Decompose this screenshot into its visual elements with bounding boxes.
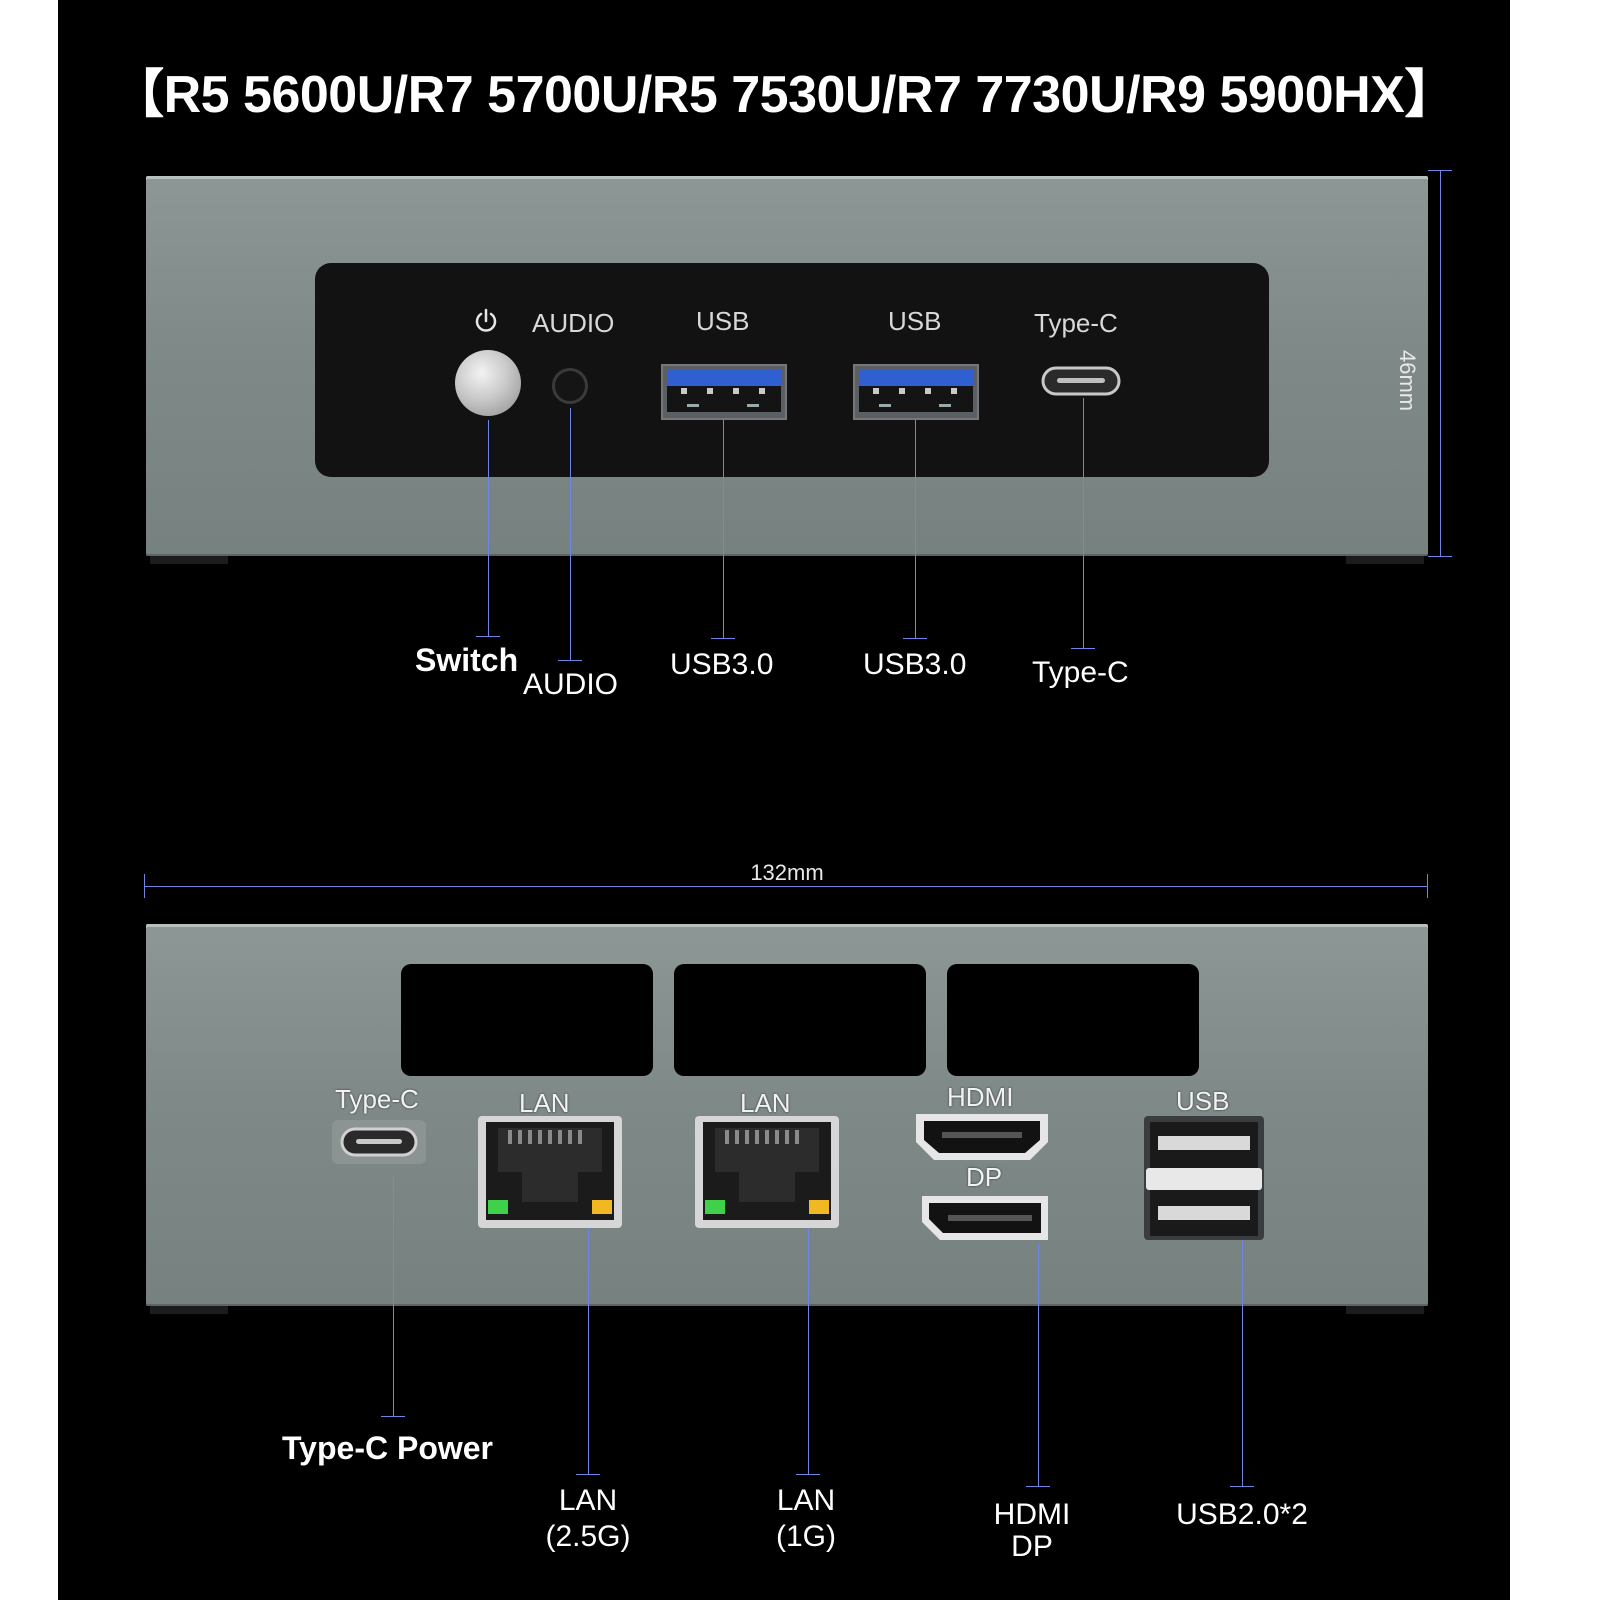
rear-vent-2	[674, 964, 926, 1076]
hdmi-dp-callout-line2: DP	[1011, 1530, 1053, 1563]
hdmi-port[interactable]	[912, 1110, 1052, 1164]
power-icon	[471, 306, 501, 336]
rear-vent-1	[401, 964, 653, 1076]
switch-leader	[488, 420, 489, 636]
lan-1g-callout-line2: (1G)	[776, 1520, 836, 1553]
typec-power-leader-cap	[381, 1416, 405, 1417]
rear-typec-label: Type-C	[335, 1084, 419, 1114]
product-diagram: 【R5 5600U/R7 5700U/R5 7530U/R7 7730U/R9 …	[58, 0, 1510, 1600]
height-dimension-line	[1440, 170, 1441, 556]
typec-power-callout: Type-C Power	[282, 1430, 493, 1466]
usb3-port-1[interactable]	[661, 364, 787, 420]
rear-dp-label: DP	[966, 1162, 1003, 1192]
rear-foot-right	[1346, 1306, 1424, 1314]
front-usb-label-2: USB	[888, 306, 942, 336]
audio-leader	[570, 408, 571, 660]
displayport-port[interactable]	[918, 1192, 1052, 1244]
width-dimension-line	[144, 886, 1428, 887]
power-button[interactable]	[455, 350, 521, 416]
lan-2.5g-leader-cap	[576, 1474, 600, 1475]
rear-typec-port[interactable]	[332, 1120, 426, 1164]
lan-1g-leader	[808, 1228, 809, 1474]
rear-usb-label: USB	[1176, 1086, 1230, 1116]
usb3-port-2[interactable]	[853, 364, 979, 420]
usb2-ports[interactable]	[1144, 1116, 1264, 1240]
audio-leader-cap	[558, 660, 582, 661]
width-dimension-label: 132mm	[750, 860, 824, 885]
width-dimension-left-cap	[144, 874, 145, 898]
front-typec-label: Type-C	[1034, 308, 1118, 338]
usb3-2-leader-cap	[903, 638, 927, 639]
hdmi-dp-callout-line1: HDMI	[993, 1498, 1071, 1531]
usb3-2-leader	[915, 420, 916, 638]
audio-callout: AUDIO	[523, 668, 619, 701]
switch-callout: Switch	[415, 642, 519, 678]
lan-1g-callout-line1: LAN	[776, 1484, 836, 1517]
usb3-1-leader	[723, 420, 724, 638]
height-dimension-bottom-cap	[1428, 556, 1452, 557]
hdmi-dp-leader-cap	[1026, 1486, 1050, 1487]
typec-callout: Type-C	[1032, 656, 1129, 689]
front-typec-leader-cap	[1071, 648, 1095, 649]
front-foot-right	[1346, 556, 1424, 564]
processor-options-title: 【R5 5600U/R7 5700U/R5 7530U/R7 7730U/R9 …	[112, 66, 1456, 124]
rear-lan-label-2: LAN	[740, 1088, 791, 1118]
typec-power-leader	[393, 1176, 394, 1416]
front-typec-leader	[1083, 398, 1084, 648]
front-foot-left	[150, 556, 228, 564]
front-audio-label: AUDIO	[532, 308, 615, 338]
front-usb-label-1: USB	[696, 306, 750, 336]
hdmi-dp-leader	[1038, 1244, 1039, 1486]
lan-port-2.5g[interactable]	[478, 1116, 622, 1228]
front-typec-port[interactable]	[1041, 366, 1121, 396]
audio-jack[interactable]	[552, 368, 588, 404]
lan-1g-leader-cap	[796, 1474, 820, 1475]
usb3-callout-1: USB3.0	[670, 648, 774, 681]
usb2-leader-cap	[1230, 1486, 1254, 1487]
height-dimension-top-cap	[1428, 170, 1452, 171]
usb3-1-leader-cap	[711, 638, 735, 639]
usb3-callout-2: USB3.0	[863, 648, 967, 681]
lan-2.5g-leader	[588, 1228, 589, 1474]
height-dimension-label: 46mm	[1395, 350, 1420, 412]
switch-leader-cap	[476, 636, 500, 637]
usb2-callout: USB2.0*2	[1176, 1498, 1308, 1531]
rear-lan-label-1: LAN	[519, 1088, 570, 1118]
lan-port-1g[interactable]	[695, 1116, 839, 1228]
lan-2.5g-callout-line2: (2.5G)	[545, 1520, 631, 1553]
lan-2.5g-callout-line1: LAN	[558, 1484, 618, 1517]
rear-foot-left	[150, 1306, 228, 1314]
rear-vent-3	[947, 964, 1199, 1076]
width-dimension-right-cap	[1427, 874, 1428, 898]
rear-hdmi-label: HDMI	[947, 1082, 1014, 1112]
usb2-leader	[1242, 1240, 1243, 1486]
